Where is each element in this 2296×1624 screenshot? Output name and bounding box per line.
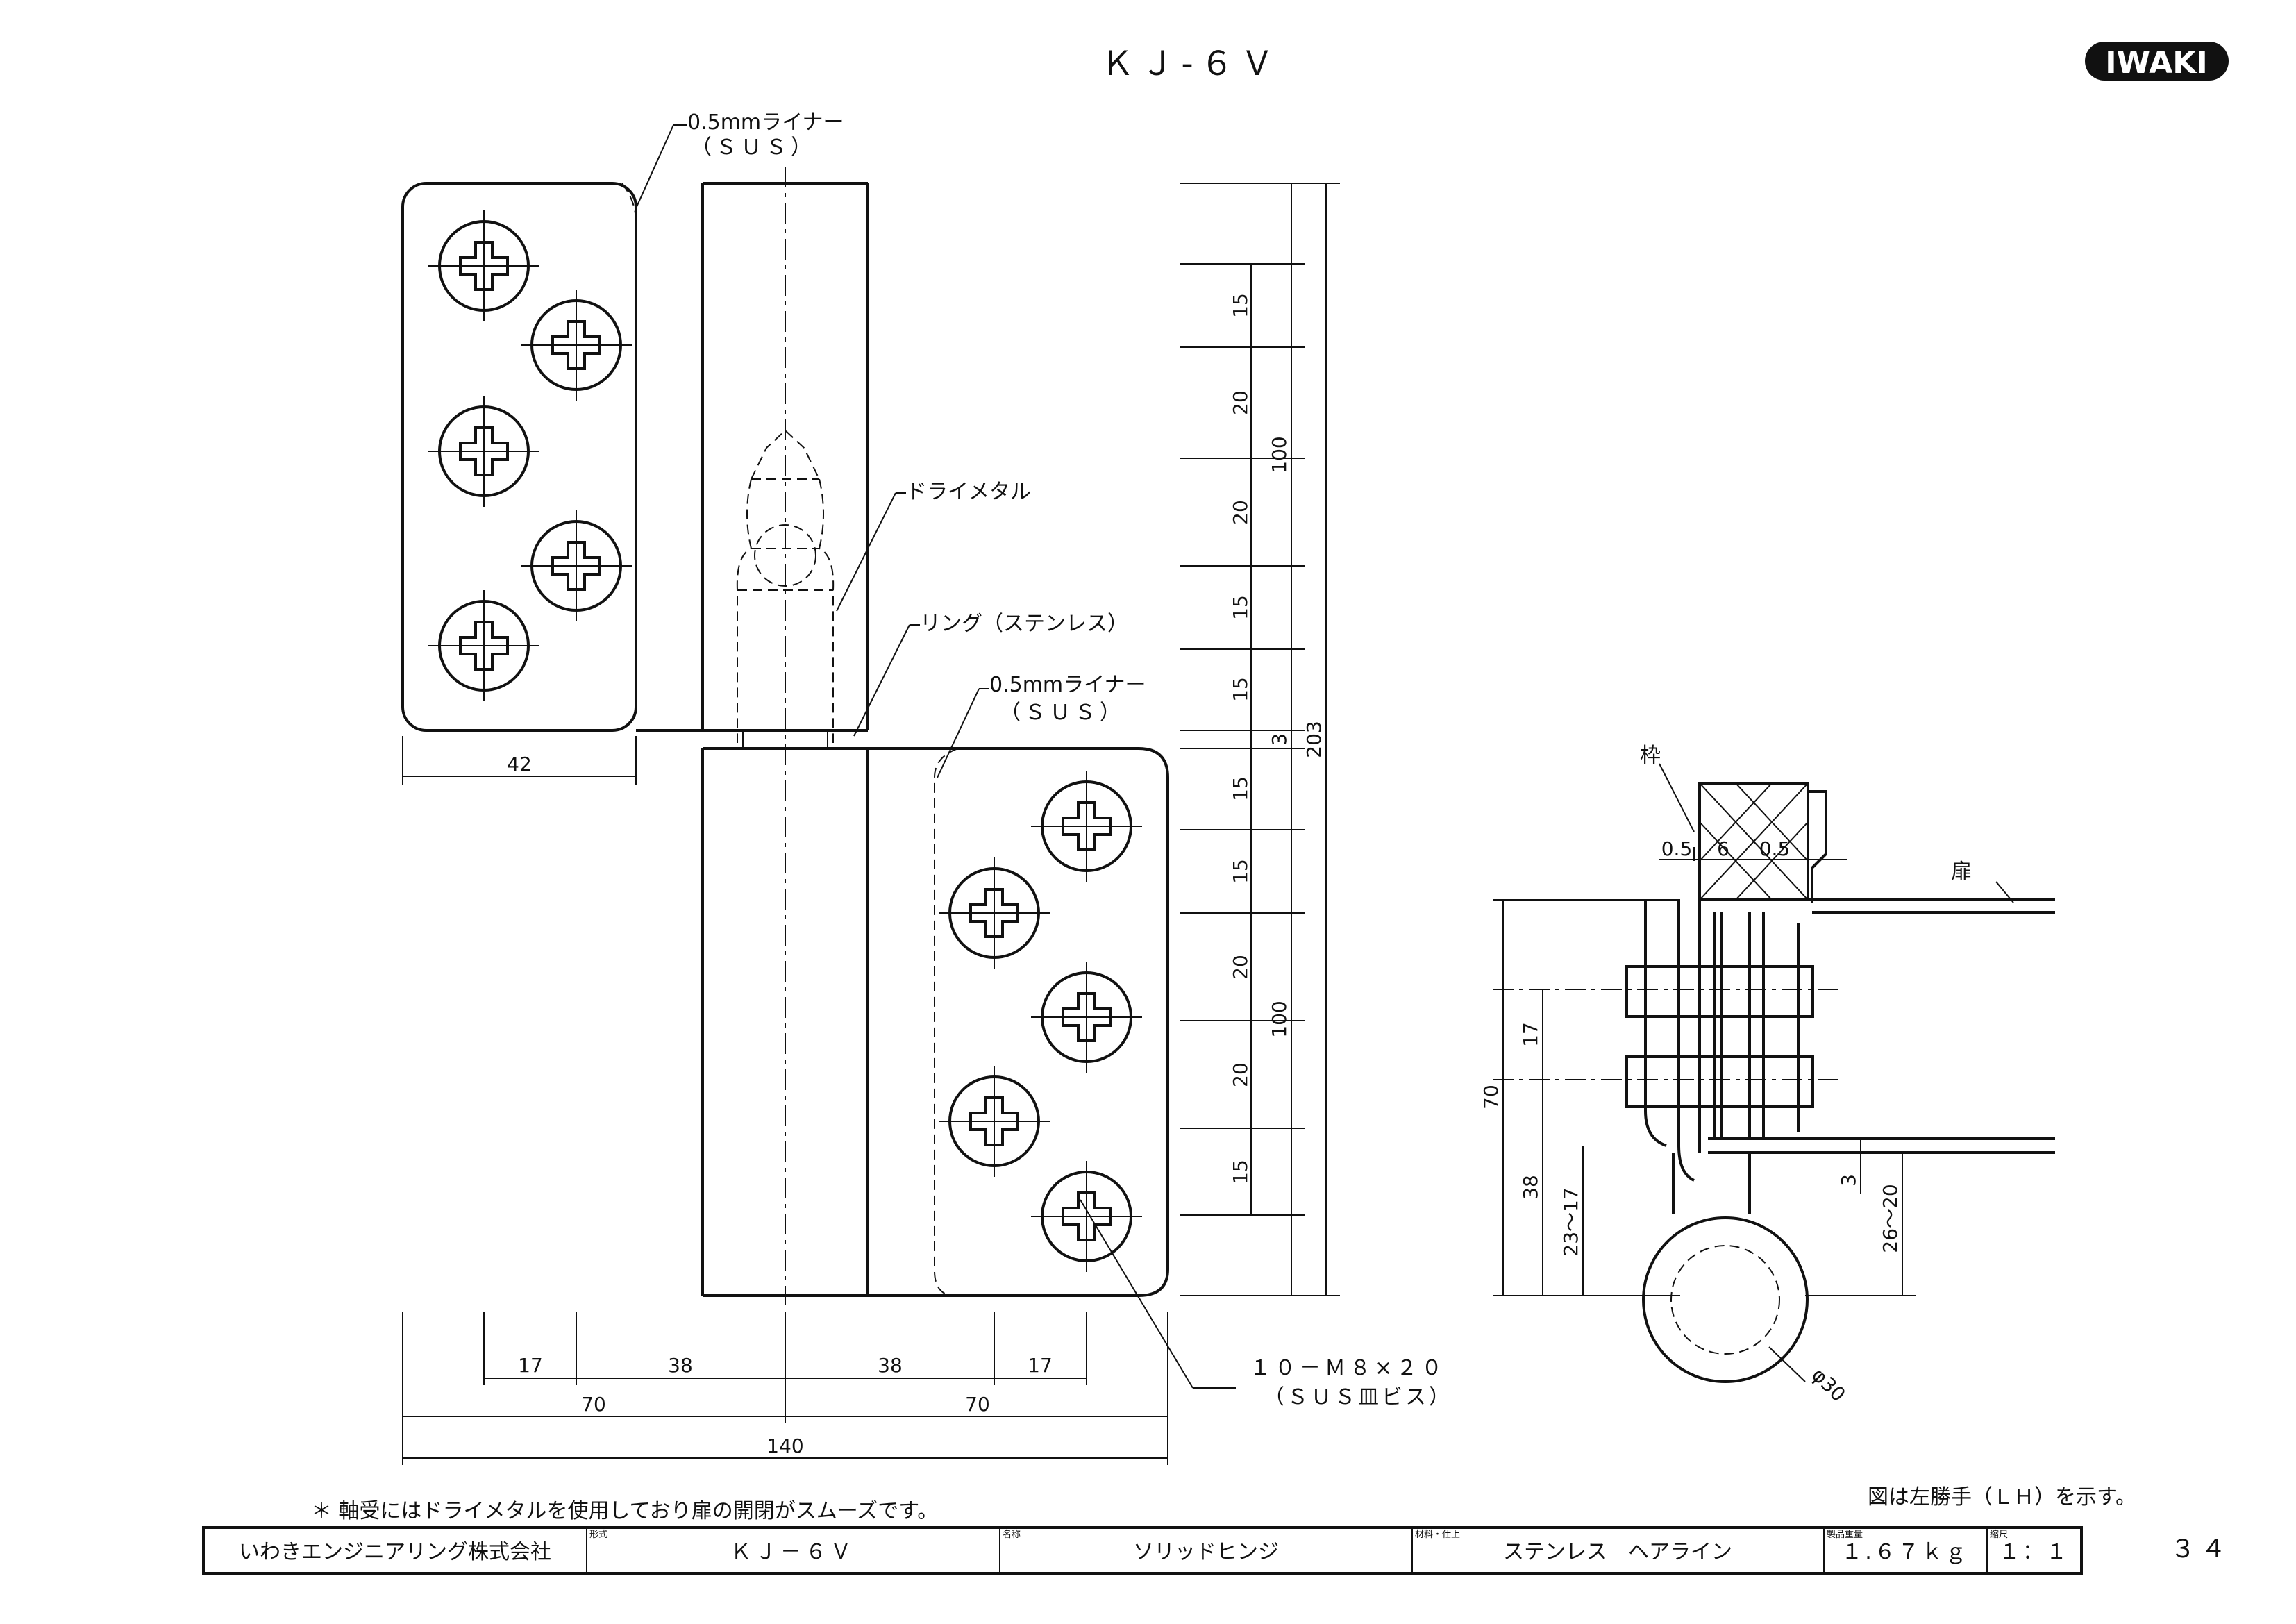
dim-sec-6: 6 bbox=[1717, 837, 1729, 860]
screw-1 bbox=[428, 210, 539, 321]
callout-screws: １０－Ｍ８×２０ bbox=[1250, 1356, 1446, 1380]
dim-sec-17: 17 bbox=[1519, 1022, 1542, 1047]
callout-liner-mid: 0.5mmライナー bbox=[989, 673, 1146, 697]
dim-sec-26-20: 26～20 bbox=[1879, 1184, 1902, 1253]
dim-v-segment-5: 15 bbox=[1229, 677, 1252, 702]
callout-dry-metal: ドライメタル bbox=[906, 480, 1031, 504]
dim-h-38-right: 38 bbox=[878, 1354, 903, 1377]
note-dry-metal: ＊ 軸受にはドライメタルを使用しており扉の開閉がスムーズです。 bbox=[311, 1499, 938, 1523]
tb-material-label: 材料・仕上 bbox=[1415, 1530, 1460, 1540]
screw-10 bbox=[1031, 1161, 1142, 1272]
tb-weight-label: 製品重量 bbox=[1827, 1529, 1863, 1540]
dim-sec-dia: φ30 bbox=[1807, 1364, 1850, 1407]
vertical-dimensions bbox=[1180, 183, 1340, 1296]
dim-v-segment-3: 20 bbox=[1229, 500, 1252, 525]
dim-v-segment-7: 15 bbox=[1229, 859, 1252, 884]
dim-v-3: 3 bbox=[1268, 733, 1291, 746]
label-door: 扉 bbox=[1951, 860, 1972, 884]
dim-sec-3: 3 bbox=[1837, 1174, 1860, 1187]
dim-sec-05-left: 0.5 bbox=[1661, 837, 1693, 860]
pin-assembly bbox=[736, 167, 835, 1305]
screw-6 bbox=[1031, 771, 1142, 882]
dim-h-38-left: 38 bbox=[668, 1354, 693, 1377]
callout-liner-top-sus: （ＳＵＳ） bbox=[691, 135, 816, 160]
tb-model-label: 形式 bbox=[589, 1530, 607, 1540]
leaders bbox=[635, 124, 1236, 1389]
callout-liner-mid-sus: （ＳＵＳ） bbox=[1000, 701, 1125, 725]
tb-scale-label: 縮尺 bbox=[1990, 1529, 2008, 1540]
dim-v-segment-8: 20 bbox=[1229, 955, 1252, 980]
tb-model: ＫＪ－６Ｖ bbox=[730, 1540, 855, 1564]
dim-sec-23-17: 23～17 bbox=[1559, 1187, 1582, 1256]
screw-2 bbox=[521, 290, 632, 401]
title-block bbox=[202, 1526, 2083, 1575]
dim-v-100-top: 100 bbox=[1268, 436, 1291, 473]
screw-3 bbox=[428, 396, 539, 507]
callout-ring: リング（ステンレス） bbox=[920, 612, 1128, 636]
dim-top-leaf-42: 42 bbox=[507, 753, 532, 776]
screw-group bbox=[428, 210, 1142, 1272]
tb-name-label: 名称 bbox=[1003, 1529, 1021, 1540]
dim-h-17-right: 17 bbox=[1028, 1354, 1053, 1377]
dim-v-203: 203 bbox=[1302, 721, 1325, 757]
iwaki-logo: IWAKI bbox=[2085, 42, 2229, 81]
tb-material: ステンレス ヘアライン bbox=[1503, 1540, 1732, 1564]
dim-v-segment-1: 15 bbox=[1229, 293, 1252, 318]
tb-company: いわきエンジニアリング株式会社 bbox=[239, 1540, 551, 1564]
tb-name: ソリッドヒンジ bbox=[1133, 1540, 1279, 1564]
dim-v-segment-2: 20 bbox=[1229, 390, 1252, 415]
screw-8 bbox=[1031, 962, 1142, 1073]
dim-sec-05-right: 0.5 bbox=[1759, 837, 1791, 860]
drawing-title: ＫＪ-６Ｖ bbox=[1100, 44, 1280, 83]
screw-9 bbox=[939, 1066, 1050, 1177]
lower-leaf bbox=[701, 747, 1169, 1297]
screw-7 bbox=[939, 857, 1050, 969]
dim-sec-70: 70 bbox=[1480, 1085, 1502, 1110]
dim-h-140: 140 bbox=[766, 1434, 803, 1457]
tb-weight: １.６７ｋｇ bbox=[1841, 1540, 1969, 1564]
callout-liner-top: 0.5mmライナー bbox=[687, 110, 844, 135]
screw-5 bbox=[428, 590, 539, 701]
callout-screws-spec: （ＳＵＳ皿ビス） bbox=[1264, 1385, 1452, 1409]
dim-h-70-right: 70 bbox=[965, 1393, 990, 1416]
section-view bbox=[1493, 763, 2055, 1383]
dim-v-segment-4: 15 bbox=[1229, 595, 1252, 620]
dim-v-100-bottom: 100 bbox=[1268, 1001, 1291, 1037]
page-number: ３４ bbox=[2170, 1535, 2231, 1564]
dim-h-70-left: 70 bbox=[581, 1393, 606, 1416]
dim-v-segment-6: 15 bbox=[1229, 776, 1252, 801]
dim-v-segment-10: 15 bbox=[1229, 1160, 1252, 1184]
note-left-hand: 図は左勝手（ＬＨ）を示す。 bbox=[1868, 1485, 2136, 1509]
dim-sec-38: 38 bbox=[1519, 1175, 1542, 1200]
screw-4 bbox=[521, 510, 632, 621]
tb-scale: １：１ bbox=[1999, 1540, 2070, 1564]
dim-v-segment-9: 20 bbox=[1229, 1062, 1252, 1087]
label-frame: 枠 bbox=[1640, 744, 1661, 768]
horizontal-dimensions bbox=[402, 736, 1168, 1465]
dim-h-17-left: 17 bbox=[518, 1354, 543, 1377]
brand-text: IWAKI bbox=[2105, 45, 2207, 81]
